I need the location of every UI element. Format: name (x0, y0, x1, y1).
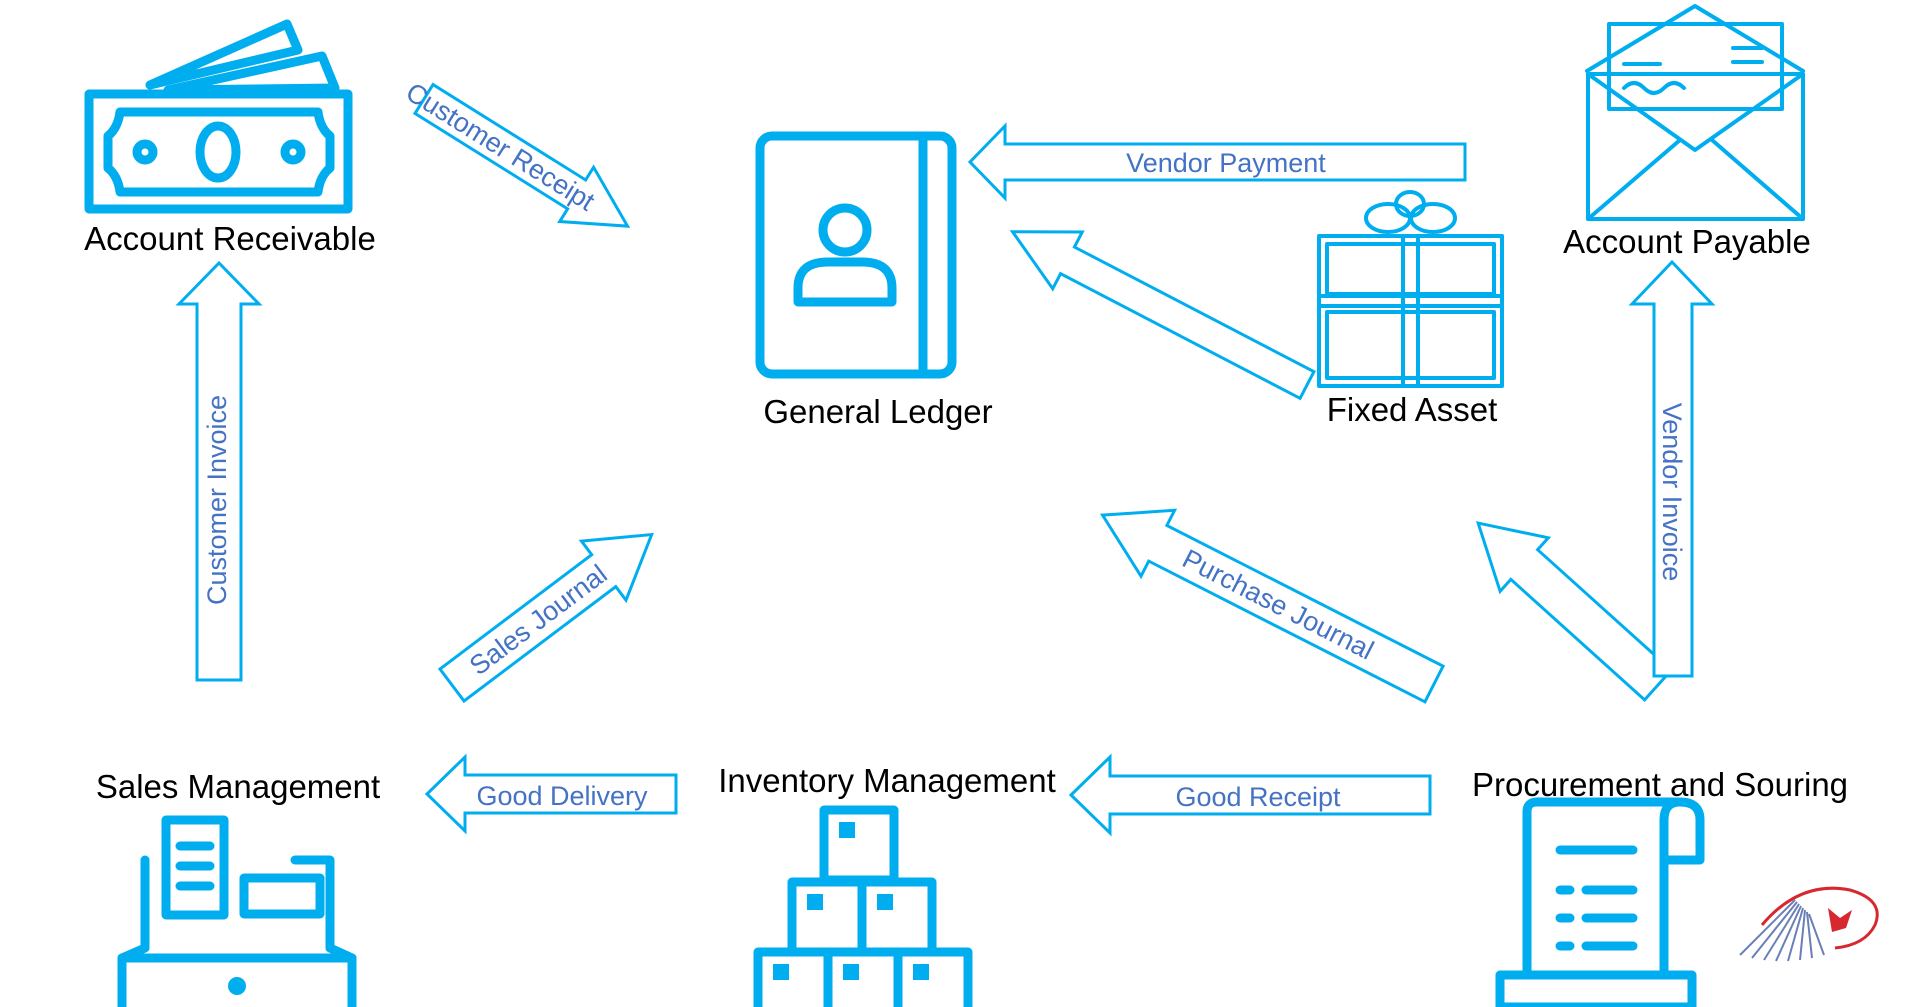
arrow-label-vendor-invoice: Vendor Invoice (1657, 403, 1687, 582)
arrow-label-vendor-payment: Vendor Payment (1126, 148, 1326, 178)
arrow-vendor-invoice: Vendor Invoice (1628, 259, 1716, 678)
arrow-vendor-payment: Vendor Payment (967, 122, 1467, 202)
arrow-sales-journal: Sales Journal (437, 532, 654, 704)
address-book-icon (755, 131, 957, 379)
arrow-label-good-receipt: Good Receipt (1175, 782, 1341, 812)
arrow-procurement-to-fixed-asset (1475, 521, 1674, 702)
money-bills-icon (84, 19, 353, 214)
arrow-fixed-asset-to-ledger (1009, 230, 1316, 401)
node-label-procurement: Procurement and Souring (1472, 766, 1848, 803)
company-logo (1739, 886, 1879, 962)
receipt-scroll-icon (1495, 797, 1705, 1007)
arrow-label-good-delivery: Good Delivery (476, 781, 648, 811)
arrow-label-purchase-journal: Purchase Journal (1178, 543, 1379, 665)
node-label-account-payable: Account Payable (1563, 223, 1811, 260)
arrow-purchase-journal: Purchase Journal (1099, 508, 1446, 704)
node-label-sales-management: Sales Management (96, 768, 380, 805)
arrow-good-receipt: Good Receipt (1068, 753, 1432, 837)
arrow-good-delivery: Good Delivery (424, 753, 678, 835)
node-label-general-ledger: General Ledger (763, 393, 992, 430)
arrow-label-customer-receipt: Customer Receipt (401, 77, 601, 217)
stacked-boxes-icon (753, 805, 973, 1007)
node-label-account-receivable: Account Receivable (84, 220, 376, 257)
cash-register-icon (117, 815, 357, 1007)
node-label-fixed-asset: Fixed Asset (1327, 391, 1498, 428)
arrow-customer-invoice: Customer Invoice (175, 260, 263, 682)
gift-box-icon (1317, 190, 1504, 388)
arrow-label-sales-journal: Sales Journal (464, 559, 613, 681)
arrow-customer-receipt: Customer Receipt (401, 77, 631, 228)
node-label-inventory-management: Inventory Management (718, 762, 1056, 799)
envelope-check-icon (1585, 4, 1805, 221)
arrow-label-customer-invoice: Customer Invoice (202, 395, 232, 605)
